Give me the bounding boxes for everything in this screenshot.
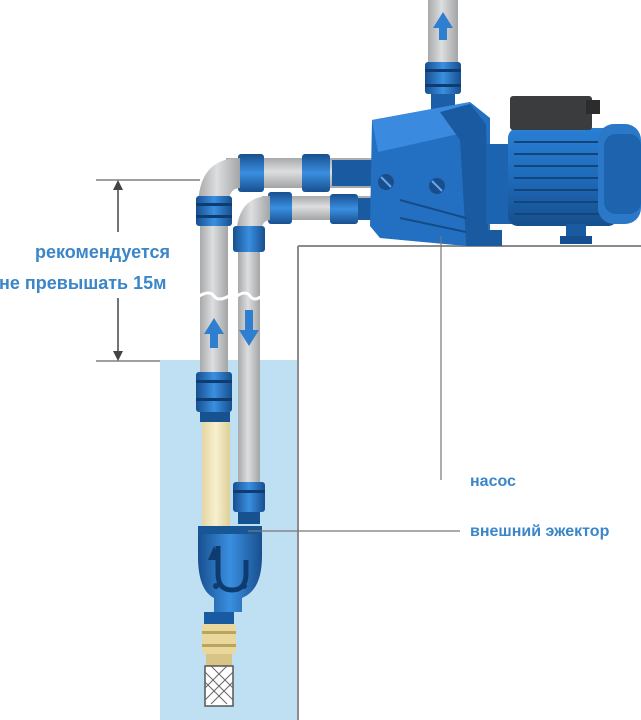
ejector-label: внешний эжектор bbox=[470, 523, 610, 540]
pump bbox=[370, 96, 641, 246]
check-valve bbox=[202, 612, 236, 666]
depth-note-line2: не превышать 15м bbox=[0, 273, 166, 293]
arrow-up-icon bbox=[204, 318, 224, 348]
ejector-supply-vertical bbox=[233, 226, 265, 524]
ejector-supply-horizontal bbox=[262, 192, 378, 224]
double-arrow-icon bbox=[96, 179, 200, 362]
suction-pipe-vertical bbox=[196, 196, 232, 422]
depth-note-line1: рекомендуется bbox=[35, 242, 170, 262]
filter-tube bbox=[202, 422, 230, 528]
arrow-up-icon bbox=[433, 12, 453, 40]
strainer bbox=[204, 665, 234, 707]
ejector-body bbox=[198, 526, 262, 612]
arrow-down-icon bbox=[239, 310, 259, 346]
suction-pipe-horizontal bbox=[226, 154, 376, 192]
pump-label: насос bbox=[470, 473, 516, 490]
